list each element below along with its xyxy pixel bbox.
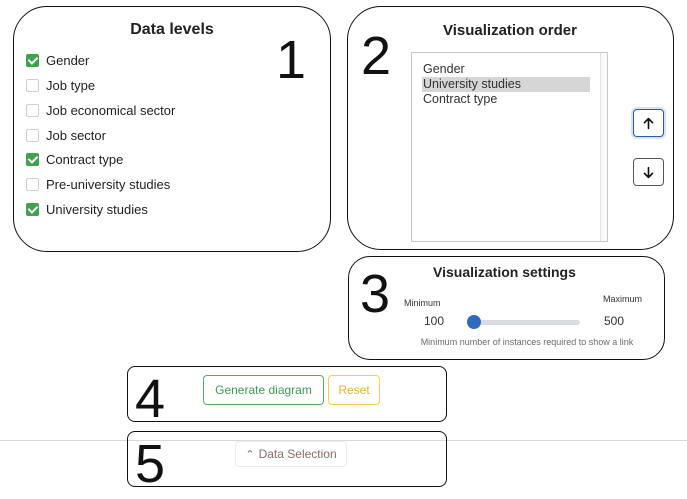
- checkbox-row-gender[interactable]: Gender: [26, 53, 89, 68]
- checkbox-label-university-studies: University studies: [46, 202, 148, 217]
- double-chevron-up-icon: ⌃: [245, 448, 255, 461]
- order-listbox[interactable]: Gender University studies Contract type: [411, 52, 608, 242]
- maximum-value: 500: [604, 314, 625, 328]
- arrow-down-icon: [643, 166, 654, 178]
- checkbox-row-university-studies[interactable]: University studies: [26, 202, 148, 217]
- checkbox-label-job-sector: Job sector: [46, 128, 106, 143]
- order-list-scrollbar[interactable]: [600, 53, 607, 241]
- minimum-label: Minimum: [404, 298, 441, 308]
- order-option-contract-type[interactable]: Contract type: [423, 92, 498, 106]
- checkbox-label-job-economical-sector: Job economical sector: [46, 103, 176, 118]
- arrow-up-icon: [643, 117, 654, 129]
- slider-hint: Minimum number of instances required to …: [420, 337, 634, 347]
- move-down-button[interactable]: [633, 158, 664, 186]
- checkbox-row-contract-type[interactable]: Contract type: [26, 152, 123, 167]
- checkbox-label-contract-type: Contract type: [46, 152, 124, 167]
- data-selection-panel: 5 ⌃ Data Selection: [127, 431, 447, 491]
- instances-slider-track[interactable]: [472, 320, 580, 325]
- section-divider: [0, 440, 687, 441]
- generate-diagram-button[interactable]: Generate diagram: [203, 375, 324, 405]
- checkbox-row-job-economical-sector[interactable]: Job economical sector: [26, 103, 175, 118]
- checkbox-university-studies[interactable]: [26, 203, 39, 216]
- visualization-settings-panel: 3 Visualization settings Minimum Maximum…: [348, 256, 665, 360]
- checkbox-row-job-sector[interactable]: Job sector: [26, 128, 106, 143]
- data-selection-button[interactable]: ⌃ Data Selection: [235, 441, 347, 467]
- checkbox-label-pre-university-studies: Pre-university studies: [46, 177, 171, 192]
- data-selection-label: Data Selection: [258, 447, 337, 461]
- checkbox-job-type[interactable]: [26, 79, 39, 92]
- panel-number-1: 1: [276, 30, 307, 90]
- move-up-button[interactable]: [633, 109, 664, 137]
- checkbox-gender[interactable]: [26, 54, 39, 67]
- panel-number-2: 2: [361, 26, 392, 86]
- order-option-university-studies[interactable]: University studies: [422, 77, 590, 92]
- order-option-gender[interactable]: Gender: [423, 62, 465, 76]
- visualization-order-panel: 2 Visualization order Gender University …: [347, 6, 674, 250]
- panel-number-5: 5: [135, 434, 166, 494]
- visualization-order-title: Visualization order: [443, 22, 577, 39]
- checkbox-job-sector[interactable]: [26, 129, 39, 142]
- panel-number-4: 4: [135, 369, 166, 429]
- checkbox-contract-type[interactable]: [26, 153, 39, 166]
- panel-number-3: 3: [360, 264, 391, 324]
- checkbox-row-job-type[interactable]: Job type: [26, 78, 95, 93]
- data-levels-title: Data levels: [130, 21, 214, 38]
- reset-button[interactable]: Reset: [328, 375, 380, 405]
- instances-slider-thumb[interactable]: [467, 315, 481, 329]
- maximum-label: Maximum: [603, 294, 643, 304]
- visualization-settings-title: Visualization settings: [433, 264, 576, 280]
- checkbox-label-gender: Gender: [46, 53, 90, 68]
- checkbox-label-job-type: Job type: [46, 78, 96, 93]
- actions-panel: 4 Generate diagram Reset: [127, 366, 447, 426]
- checkbox-pre-university-studies[interactable]: [26, 178, 39, 191]
- checkbox-job-economical-sector[interactable]: [26, 104, 39, 117]
- minimum-value: 100: [424, 314, 445, 328]
- data-levels-panel: Data levels 1 Gender Job type Job econom…: [13, 6, 331, 252]
- checkbox-row-pre-university-studies[interactable]: Pre-university studies: [26, 177, 170, 192]
